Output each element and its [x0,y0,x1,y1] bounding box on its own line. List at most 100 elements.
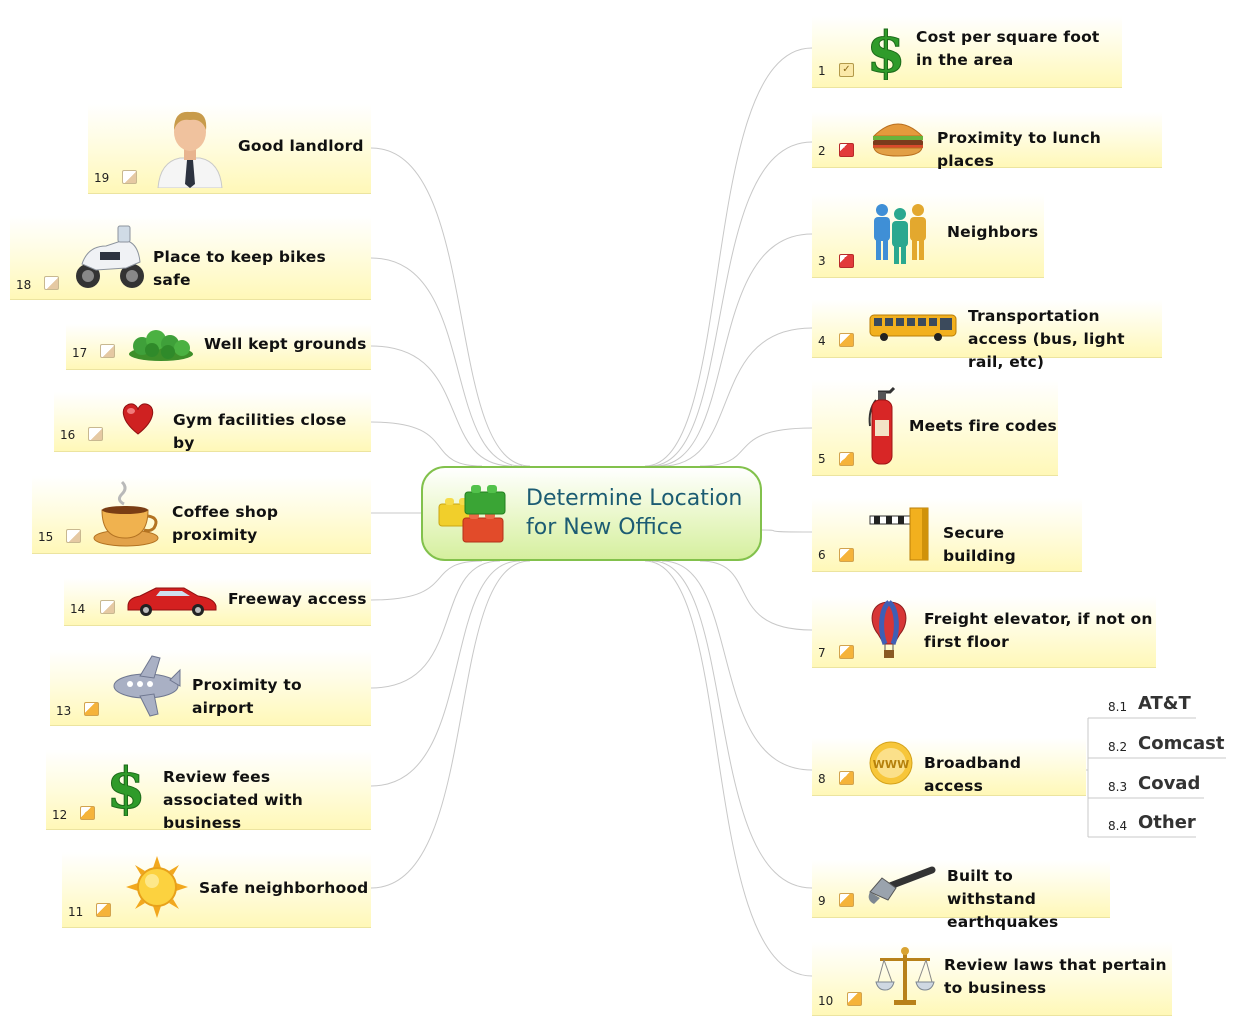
bus-icon [869,314,957,341]
topic-11[interactable]: Safe neighborhood 11 [62,852,371,928]
topic-8[interactable]: WWW Broadband access 8 [812,738,1086,796]
motorcycle-icon [76,225,144,288]
priority-flag-icon[interactable] [44,276,59,290]
topic-label: Gym facilities close by [173,411,347,452]
topic-4[interactable]: Transportation access (bus, light rail, … [812,300,1162,371]
topic-label: Freeway access [228,590,367,608]
dollar-icon: $ [866,20,906,80]
subtopic-att[interactable]: 8.1 AT&T [1108,688,1196,718]
topic-17[interactable]: Well kept grounds 17 [66,324,371,370]
connector-line [370,257,523,467]
businessman-icon [157,111,223,188]
scales-icon [875,947,935,1005]
hot-air-balloon-icon [871,600,907,658]
connector-line [651,560,813,889]
topic-5[interactable]: Meets fire codes 5 [812,380,1058,476]
topic-16[interactable]: Gym facilities close by 16 [54,392,371,452]
priority-flag-icon[interactable] [839,548,854,562]
dollar-icon: $ [106,756,146,816]
sun-icon [126,856,188,918]
connector-line [654,233,813,467]
priority-flag-icon[interactable] [839,645,854,659]
priority-flag-icon[interactable] [100,344,115,358]
topic-label: Meets fire codes [909,417,1057,435]
topic-number: 2 [818,144,826,158]
priority-flag-icon[interactable] [839,771,854,785]
priority-flag-icon[interactable]: ✓ [839,63,854,77]
topic-1[interactable]: $ Cost per square foot in the area 1 ✓ [812,16,1122,88]
topic-label: Broadband access [924,754,1022,795]
priority-flag-icon[interactable] [839,143,854,157]
topic-label: Well kept grounds [204,335,367,353]
subtopic-label: Other [1138,812,1196,833]
topic-label: Coffee shop proximity [172,503,279,544]
priority-flag-icon[interactable] [839,333,854,347]
subtopic-covad[interactable]: 8.3 Covad [1108,768,1204,798]
topic-6[interactable]: Secure building 6 [812,498,1082,572]
connector-line [370,421,483,467]
priority-flag-icon[interactable] [66,529,81,543]
lego-bricks-icon [438,485,506,543]
subtopic-label: Covad [1138,773,1201,794]
topic-label: Freight elevator, if not on first floor [924,610,1153,651]
car-icon [127,587,217,616]
priority-flag-icon[interactable] [88,427,103,441]
topic-14[interactable]: Freeway access 14 [64,578,371,626]
central-topic[interactable]: Determine Location for New Office [421,466,762,561]
subtopic-comcast[interactable]: 8.2 Comcast [1108,728,1226,758]
hamburger-icon [872,123,924,157]
topic-19[interactable]: Good landlord 19 [88,104,371,194]
heart-icon [122,403,154,435]
priority-flag-icon[interactable] [122,170,137,184]
topic-3[interactable]: Neighbors 3 [812,194,1044,278]
priority-flag-icon[interactable] [839,254,854,268]
priority-flag-icon[interactable] [84,702,99,716]
connector-line [761,529,813,533]
shrubs-icon [129,330,193,361]
topic-number: 7 [818,646,826,660]
priority-flag-icon[interactable] [839,893,854,907]
topic-9[interactable]: Built to withstand earthquakes 9 [812,860,1110,931]
topic-label: Built to withstand earthquakes [947,867,1059,931]
connector-line [661,327,813,467]
topic-label: Neighbors [947,223,1039,241]
priority-flag-icon[interactable] [96,903,111,917]
connector-line [661,560,813,771]
topic-number: 16 [60,428,76,442]
svg-text:$: $ [867,20,906,80]
connector-line [699,560,813,631]
topic-13[interactable]: Proximity to airport 13 [50,650,371,726]
airplane-icon [113,655,181,717]
topic-number: 6 [818,548,826,562]
priority-flag-icon[interactable] [80,806,95,820]
priority-flag-icon[interactable] [100,600,115,614]
subtopic-other[interactable]: 8.4 Other [1108,807,1196,837]
hammer-icon [868,866,936,904]
topic-2[interactable]: Proximity to lunch places 2 [812,112,1162,170]
people-group-icon [874,204,926,264]
topic-12[interactable]: $ Review fees associated with business 1… [46,750,371,832]
topic-18[interactable]: Place to keep bikes safe 18 [10,216,371,300]
connector-line [370,345,513,467]
topic-label: Transportation access (bus, light rail, … [968,307,1125,371]
priority-flag-icon[interactable] [839,452,854,466]
connector-line [370,560,483,601]
topic-15[interactable]: Coffee shop proximity 15 [32,476,371,554]
svg-text:WWW: WWW [873,758,909,771]
topic-number: 15 [38,530,54,544]
topic-number: 14 [70,602,86,616]
topic-number: 4 [818,334,826,348]
barrier-gate-icon [869,507,929,561]
connector-line [370,147,531,467]
www-globe-icon: WWW [869,741,913,785]
topic-number: 3 [818,254,826,268]
central-topic-title: Determine Location for New Office [526,486,743,540]
priority-flag-icon[interactable] [847,992,862,1006]
topic-number: 8 [818,772,826,786]
topic-label: Safe neighborhood [199,879,369,897]
topic-number: 1 [818,64,826,78]
topic-10[interactable]: Review laws that pertain to business 10 [812,942,1172,1016]
topic-7[interactable]: Freight elevator, if not on first floor … [812,596,1156,668]
subtopic-number: 8.4 [1108,819,1128,833]
